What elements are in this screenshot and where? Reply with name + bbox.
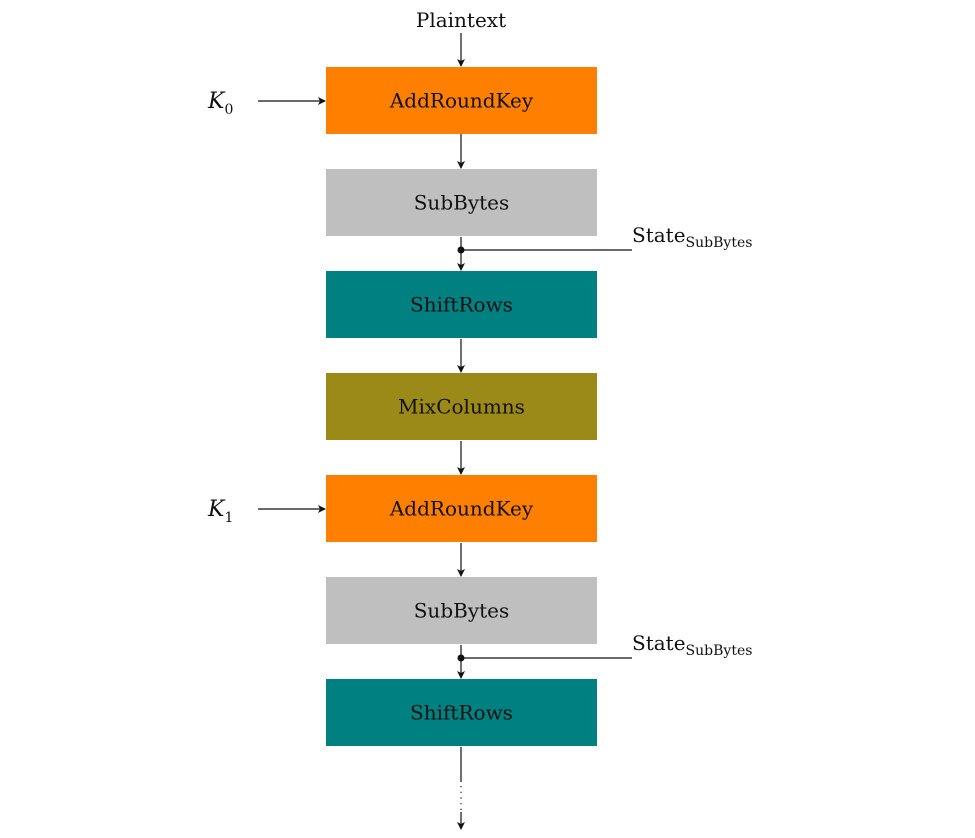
key-subscript: 0: [224, 102, 233, 118]
state-subbytes-label-1: StateSubBytes: [632, 223, 752, 251]
step-label: SubBytes: [414, 191, 510, 215]
step-box: [326, 169, 597, 236]
step-box: [326, 577, 597, 644]
state-label-subscript: SubBytes: [686, 643, 753, 659]
step-7-shiftrows: ShiftRows: [326, 679, 597, 746]
step-label: MixColumns: [398, 395, 525, 419]
key-symbol: K: [207, 497, 226, 522]
key-subscript: 1: [224, 510, 233, 526]
step-6-subbytes: SubBytes: [326, 577, 597, 644]
connectors: [258, 33, 632, 830]
state-label-main: State: [632, 223, 686, 247]
state-label-main: State: [632, 631, 686, 655]
key-symbol: K: [207, 89, 226, 114]
step-label: AddRoundKey: [389, 497, 534, 521]
step-label: ShiftRows: [410, 701, 513, 725]
key-label-k0: K0: [207, 89, 233, 118]
plaintext-label: Plaintext: [416, 8, 506, 32]
step-4-mixcolumns: MixColumns: [326, 373, 597, 440]
step-label: AddRoundKey: [389, 89, 534, 113]
step-5-addroundkey: AddRoundKey: [326, 475, 597, 542]
step-box: [326, 67, 597, 134]
step-box: [326, 271, 597, 338]
step-boxes: AddRoundKeySubBytesShiftRowsMixColumnsAd…: [326, 67, 597, 746]
step-2-subbytes: SubBytes: [326, 169, 597, 236]
tap-dot-2: [457, 654, 465, 662]
step-box: [326, 475, 597, 542]
state-subbytes-label-2: StateSubBytes: [632, 631, 752, 659]
step-3-shiftrows: ShiftRows: [326, 271, 597, 338]
step-label: ShiftRows: [410, 293, 513, 317]
state-label-subscript: SubBytes: [686, 235, 753, 251]
step-1-addroundkey: AddRoundKey: [326, 67, 597, 134]
tap-dot-1: [457, 246, 465, 254]
key-label-k1: K1: [207, 497, 233, 526]
step-box: [326, 373, 597, 440]
step-box: [326, 679, 597, 746]
step-label: SubBytes: [414, 599, 510, 623]
